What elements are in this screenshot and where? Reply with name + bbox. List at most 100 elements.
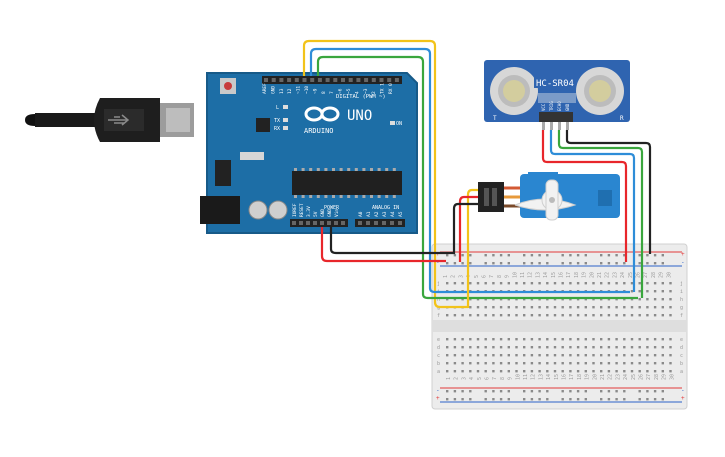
breadboard-hole[interactable] — [469, 254, 472, 257]
breadboard-hole[interactable] — [638, 390, 641, 393]
breadboard-hole[interactable] — [546, 362, 549, 365]
breadboard-hole[interactable] — [569, 262, 572, 265]
breadboard-hole[interactable] — [630, 290, 634, 293]
breadboard-hole[interactable] — [584, 398, 587, 401]
breadboard-hole[interactable] — [469, 262, 472, 265]
breadboard-hole[interactable] — [607, 298, 611, 301]
breadboard-hole[interactable] — [530, 314, 534, 317]
breadboard-hole[interactable] — [669, 362, 672, 365]
breadboard-hole[interactable] — [600, 262, 603, 265]
breadboard-hole[interactable] — [507, 338, 510, 341]
breadboard-hole[interactable] — [499, 390, 503, 393]
breadboard-hole[interactable] — [646, 314, 649, 317]
breadboard-hole[interactable] — [561, 362, 564, 365]
breadboard-hole[interactable] — [638, 338, 641, 341]
breadboard-hole[interactable] — [461, 370, 464, 373]
breadboard-hole[interactable] — [469, 398, 472, 401]
breadboard-hole[interactable] — [492, 314, 495, 317]
breadboard-hole[interactable] — [600, 254, 603, 257]
breadboard-hole[interactable] — [661, 314, 664, 317]
breadboard-hole[interactable] — [530, 306, 534, 309]
breadboard-hole[interactable] — [669, 338, 672, 341]
breadboard-hole[interactable] — [538, 298, 541, 301]
breadboard-hole[interactable] — [669, 306, 672, 309]
breadboard-hole[interactable] — [646, 282, 649, 285]
breadboard-hole[interactable] — [469, 354, 472, 357]
breadboard-hole[interactable] — [638, 354, 641, 357]
breadboard-hole[interactable] — [484, 262, 487, 265]
breadboard-hole[interactable] — [546, 314, 549, 317]
breadboard-hole[interactable] — [492, 370, 495, 373]
breadboard-hole[interactable] — [607, 262, 611, 265]
breadboard-hole[interactable] — [653, 362, 657, 365]
breadboard-hole[interactable] — [530, 354, 534, 357]
breadboard-hole[interactable] — [600, 314, 603, 317]
breadboard-hole[interactable] — [630, 346, 634, 349]
breadboard-hole[interactable] — [476, 314, 480, 317]
breadboard-hole[interactable] — [653, 338, 657, 341]
breadboard-hole[interactable] — [530, 338, 534, 341]
breadboard-hole[interactable] — [646, 354, 649, 357]
breadboard-hole[interactable] — [607, 338, 611, 341]
breadboard-hole[interactable] — [507, 354, 510, 357]
breadboard-hole[interactable] — [530, 390, 534, 393]
breadboard-hole[interactable] — [576, 314, 580, 317]
breadboard-hole[interactable] — [469, 306, 472, 309]
breadboard-hole[interactable] — [646, 362, 649, 365]
breadboard-hole[interactable] — [600, 390, 603, 393]
breadboard-hole[interactable] — [576, 298, 580, 301]
breadboard-hole[interactable] — [507, 398, 510, 401]
breadboard-hole[interactable] — [669, 282, 672, 285]
breadboard-hole[interactable] — [569, 282, 572, 285]
breadboard-hole[interactable] — [546, 282, 549, 285]
breadboard-hole[interactable] — [646, 398, 649, 401]
breadboard-hole[interactable] — [507, 282, 510, 285]
breadboard-hole[interactable] — [523, 338, 526, 341]
breadboard-hole[interactable] — [561, 390, 564, 393]
breadboard-hole[interactable] — [507, 346, 510, 349]
breadboard-hole[interactable] — [523, 314, 526, 317]
breadboard-hole[interactable] — [661, 282, 664, 285]
breadboard-hole[interactable] — [515, 362, 518, 365]
breadboard-hole[interactable] — [546, 254, 549, 257]
breadboard-hole[interactable] — [561, 262, 564, 265]
breadboard-hole[interactable] — [576, 262, 580, 265]
breadboard-hole[interactable] — [530, 398, 534, 401]
breadboard-hole[interactable] — [561, 370, 564, 373]
breadboard-hole[interactable] — [623, 354, 626, 357]
breadboard-hole[interactable] — [453, 390, 457, 393]
breadboard-hole[interactable] — [661, 306, 664, 309]
breadboard-hole[interactable] — [653, 346, 657, 349]
breadboard-hole[interactable] — [592, 306, 595, 309]
breadboard-hole[interactable] — [576, 338, 580, 341]
breadboard-hole[interactable] — [600, 362, 603, 365]
breadboard-hole[interactable] — [461, 282, 464, 285]
breadboard-hole[interactable] — [561, 306, 564, 309]
breadboard-hole[interactable] — [538, 354, 541, 357]
breadboard-hole[interactable] — [523, 306, 526, 309]
breadboard-hole[interactable] — [507, 314, 510, 317]
usb-cable[interactable] — [25, 98, 194, 142]
breadboard-hole[interactable] — [538, 282, 541, 285]
breadboard-hole[interactable] — [615, 346, 618, 349]
breadboard-hole[interactable] — [623, 298, 626, 301]
breadboard-hole[interactable] — [461, 390, 464, 393]
breadboard-hole[interactable] — [530, 346, 534, 349]
breadboard-hole[interactable] — [453, 370, 457, 373]
breadboard-hole[interactable] — [638, 370, 641, 373]
breadboard-hole[interactable] — [584, 354, 587, 357]
breadboard-hole[interactable] — [661, 290, 664, 293]
breadboard-hole[interactable] — [653, 306, 657, 309]
breadboard-hole[interactable] — [584, 314, 587, 317]
breadboard-hole[interactable] — [638, 306, 641, 309]
breadboard-hole[interactable] — [469, 338, 472, 341]
breadboard-hole[interactable] — [492, 306, 495, 309]
breadboard-hole[interactable] — [630, 338, 634, 341]
breadboard-hole[interactable] — [607, 370, 611, 373]
breadboard-hole[interactable] — [653, 298, 657, 301]
breadboard-hole[interactable] — [669, 290, 672, 293]
breadboard-hole[interactable] — [523, 282, 526, 285]
breadboard-hole[interactable] — [492, 390, 495, 393]
breadboard-hole[interactable] — [484, 354, 487, 357]
breadboard-hole[interactable] — [492, 354, 495, 357]
